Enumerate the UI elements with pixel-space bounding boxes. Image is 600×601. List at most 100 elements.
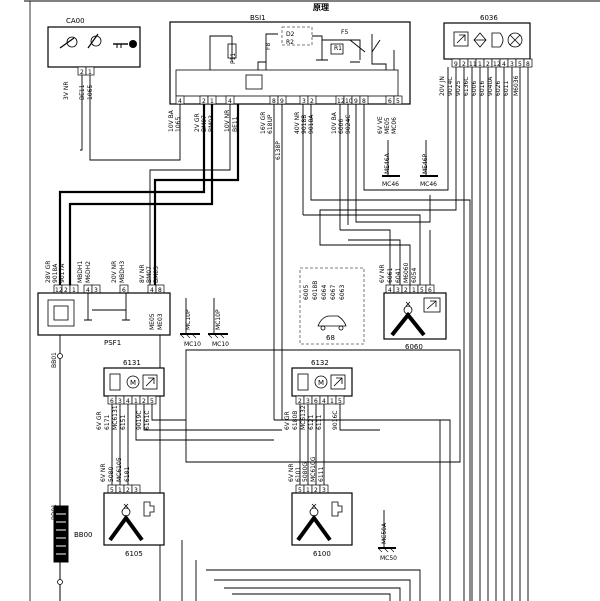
- psf1-wire-label: ME03: [157, 313, 164, 330]
- bsi1-wire-label: 1065: [175, 117, 182, 132]
- m6060-pin: 5: [420, 287, 424, 294]
- component-ca00: CA00 2 1 3V NR BE11 1065: [47, 17, 141, 101]
- bsi1-wire-label: 6V VE: [377, 116, 384, 134]
- m6036-pin: 2: [486, 61, 490, 68]
- m6132-wire-label: 6121: [308, 415, 315, 430]
- bsi1-wire-label: 6138P: [275, 141, 282, 160]
- ground-label: MC10: [212, 341, 229, 348]
- m6131-pin: 1: [134, 398, 138, 405]
- m6105-pin: 2: [126, 487, 130, 494]
- m6131-pin: 5: [150, 398, 154, 405]
- m6060-pin: 6: [428, 287, 432, 294]
- psf1-label: PSF1: [104, 339, 121, 347]
- m6132-label: 6132: [311, 359, 329, 367]
- m6060-pin: 3: [396, 287, 400, 294]
- component-6100: 5 1 2 3 6100 6V NR 6101 5080G MC610G 611…: [288, 456, 353, 558]
- bb00-label: BB00: [74, 531, 93, 539]
- bsi1-wire-label: 6006: [338, 119, 345, 134]
- junction-dots: [57, 353, 63, 585]
- car-icon: [317, 315, 347, 331]
- m6060-wire-label: 6054: [411, 268, 418, 283]
- m6131-pin: 4: [126, 398, 130, 405]
- bsi1-inner-connector: [175, 69, 399, 97]
- ground-wire-label: ME46P: [422, 153, 429, 174]
- connector-icon: [109, 373, 121, 391]
- m6100-pin: 2: [314, 487, 318, 494]
- m6131-wire-label: MC6131: [112, 405, 119, 430]
- ground-mc10-a: MC10: [179, 298, 201, 348]
- m6036-pin: 12: [493, 61, 501, 68]
- fan-icon: [473, 32, 487, 48]
- component-6060: 4 3 2 1 5 6 6060 6V NR 6061 6041 M6060 6…: [379, 262, 447, 351]
- m6132-wire-label: 9016C: [332, 411, 339, 430]
- m6100-pin: 3: [322, 487, 326, 494]
- m6100-pin: 5: [298, 487, 302, 494]
- bsi1-pin: 6: [388, 98, 392, 105]
- bsi1-wire-label: 9024C: [345, 115, 352, 134]
- psf1-wire-label: 9017A: [59, 263, 66, 283]
- m6060-wire-label: 6V NR: [379, 265, 386, 284]
- psf1-pin: 3: [94, 287, 98, 294]
- psf1-wire-label: 20V NR: [111, 261, 118, 283]
- m6132-wire-label: 6V GR: [284, 411, 291, 430]
- psf1-wire-label: 28V GR: [45, 261, 52, 283]
- bsi1-pin: 2: [310, 98, 314, 105]
- wiring-harness: [58, 67, 529, 601]
- m68-wire-label: 6064: [321, 285, 328, 300]
- m6132-pin: 5: [338, 398, 342, 405]
- m6036-pin-row: 9 2 11 1 2 12 4 3 5 8: [451, 58, 533, 68]
- m6100-pin-row: 5 1 2 3: [295, 484, 329, 494]
- m6132-pin: 4: [322, 398, 326, 405]
- psf1-pin: 2: [64, 287, 68, 294]
- psf1-wire-label: MC10P: [215, 309, 222, 330]
- relay-dashed-box: [281, 26, 313, 46]
- psf1-pin: 12: [55, 287, 63, 294]
- bsi1-pin: 10: [345, 98, 353, 105]
- m6100-wire-label: MC610G: [310, 456, 317, 482]
- m6131-pin: 3: [118, 398, 122, 405]
- psf1-wire-label: MBDH1: [77, 261, 84, 283]
- m6100-wire-label: 6111: [318, 467, 325, 482]
- component-6105: 5 1 2 3 6105 6V NR 5080 MC6105 6181: [100, 457, 165, 558]
- m68-wire-label: 6005: [303, 285, 310, 300]
- bsi1-wire-label: 10V BA: [168, 109, 175, 132]
- m6036-label: 6036: [480, 14, 498, 22]
- m68-wire-label: 6067: [330, 285, 337, 300]
- svg-text:M: M: [318, 379, 324, 387]
- bsi1-label: BSI1: [250, 14, 266, 22]
- bsi1-pin: 8: [272, 98, 276, 105]
- ground-mc46-a: MC46: [382, 140, 400, 188]
- bsi1-wire-label: ME05: [384, 117, 391, 134]
- m6036-wire-label: 6006: [471, 81, 478, 96]
- bsi1-pin: 4: [228, 98, 232, 105]
- m6060-pin: 1: [412, 287, 416, 294]
- m6100-label: 6100: [313, 550, 331, 558]
- psf1-pin: 8: [158, 287, 162, 294]
- ground-wire-label: MC50A: [381, 522, 388, 544]
- component-psf1: 12 2 1 4 3 6 4 8 PSF1 28V GR 9018A 9017A…: [37, 261, 222, 347]
- ground-label: MC46: [382, 181, 399, 188]
- ca00-wire-be11: BE11: [79, 84, 86, 100]
- m6131-pin: 2: [142, 398, 146, 405]
- m6036-pin: 8: [526, 61, 530, 68]
- bsi1-pin: 2: [202, 98, 206, 105]
- ground-label: MC50: [380, 555, 397, 562]
- bsi1-wire-label: 9018A: [308, 114, 315, 134]
- m6036-pin: 1: [478, 61, 482, 68]
- lock-icon: [143, 501, 155, 517]
- m6060-label: 6060: [405, 343, 423, 351]
- m6100-wire-label: 6101: [295, 467, 302, 482]
- key-icon: [113, 40, 137, 48]
- component-6131: 6131 M 6 3 4 1 2 5 6V GR 6171 MC6131 61: [96, 359, 282, 485]
- ca00-wire-color: 3V NR: [63, 82, 70, 101]
- m6131-wire-label: 6171: [104, 415, 111, 430]
- psf1-wire-label: 9018A: [52, 263, 59, 283]
- psf1-wire-label: MC10P: [185, 309, 192, 330]
- m6036-pin: 3: [510, 61, 514, 68]
- m6036-pin: 2: [462, 61, 466, 68]
- m6132-wire-label: 6180B: [292, 411, 299, 430]
- m6100-pin: 1: [306, 487, 310, 494]
- m6131-wire-label: 6161C: [144, 411, 151, 430]
- psf1-wire-label: ME05: [149, 313, 156, 330]
